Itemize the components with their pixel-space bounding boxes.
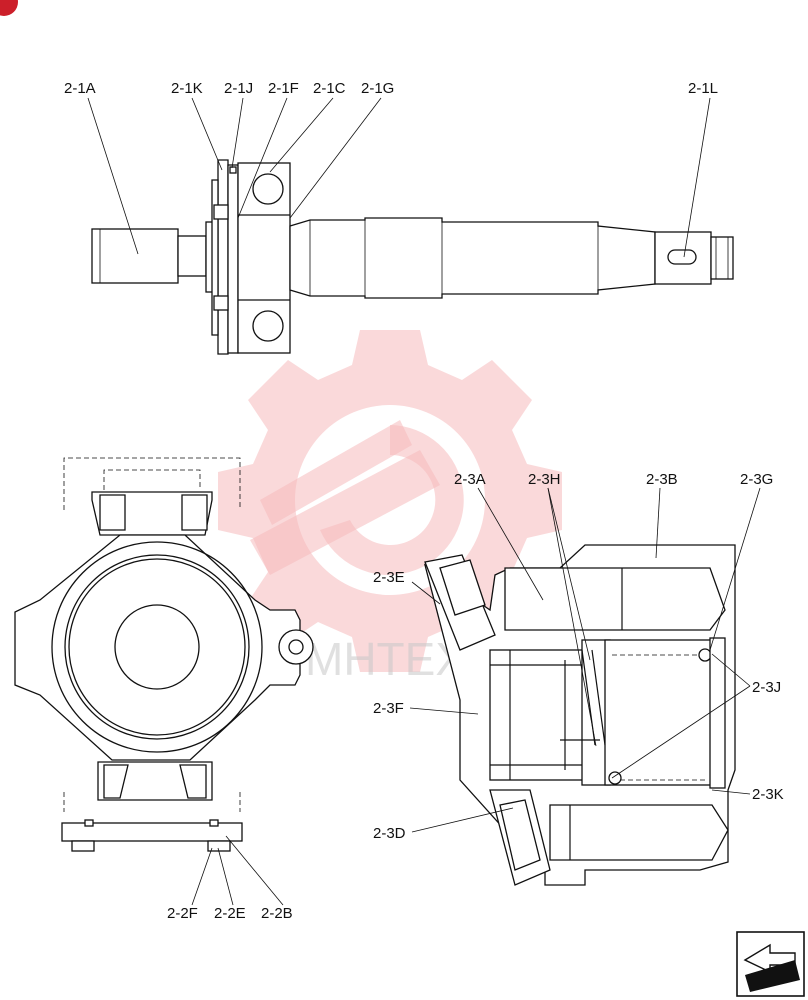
- label-2-3K: 2-3K: [752, 786, 784, 803]
- corner-badge: [0, 0, 18, 16]
- label-2-3F: 2-3F: [373, 700, 404, 717]
- label-2-1A: 2-1A: [64, 80, 96, 97]
- housing-assembly: [14, 457, 314, 852]
- label-2-1L: 2-1L: [688, 80, 718, 97]
- next-page-arrow-icon[interactable]: [736, 931, 805, 997]
- label-2-3A: 2-3A: [454, 471, 486, 488]
- label-2-2B: 2-2B: [261, 905, 293, 922]
- label-2-1G: 2-1G: [361, 80, 394, 97]
- pump-cross-section: [423, 544, 736, 886]
- callout-labels: 2-1A 2-1K 2-1J 2-1F 2-1C 2-1G 2-1L 2-3A …: [64, 80, 784, 922]
- label-2-3E: 2-3E: [373, 569, 405, 586]
- label-2-3G: 2-3G: [740, 471, 773, 488]
- label-2-1F: 2-1F: [268, 80, 299, 97]
- label-2-1J: 2-1J: [224, 80, 253, 97]
- label-2-1C: 2-1C: [313, 80, 346, 97]
- watermark-gear-logo: [218, 330, 562, 672]
- label-2-3J: 2-3J: [752, 679, 781, 696]
- leader-lines: [87, 97, 761, 906]
- label-2-2F: 2-2F: [167, 905, 198, 922]
- label-2-3H: 2-3H: [528, 471, 561, 488]
- shaft-assembly: [91, 159, 734, 355]
- watermark-text: MHTEX: [305, 633, 466, 685]
- label-2-3B: 2-3B: [646, 471, 678, 488]
- label-2-2E: 2-2E: [214, 905, 246, 922]
- label-2-1K: 2-1K: [171, 80, 203, 97]
- label-2-3D: 2-3D: [373, 825, 406, 842]
